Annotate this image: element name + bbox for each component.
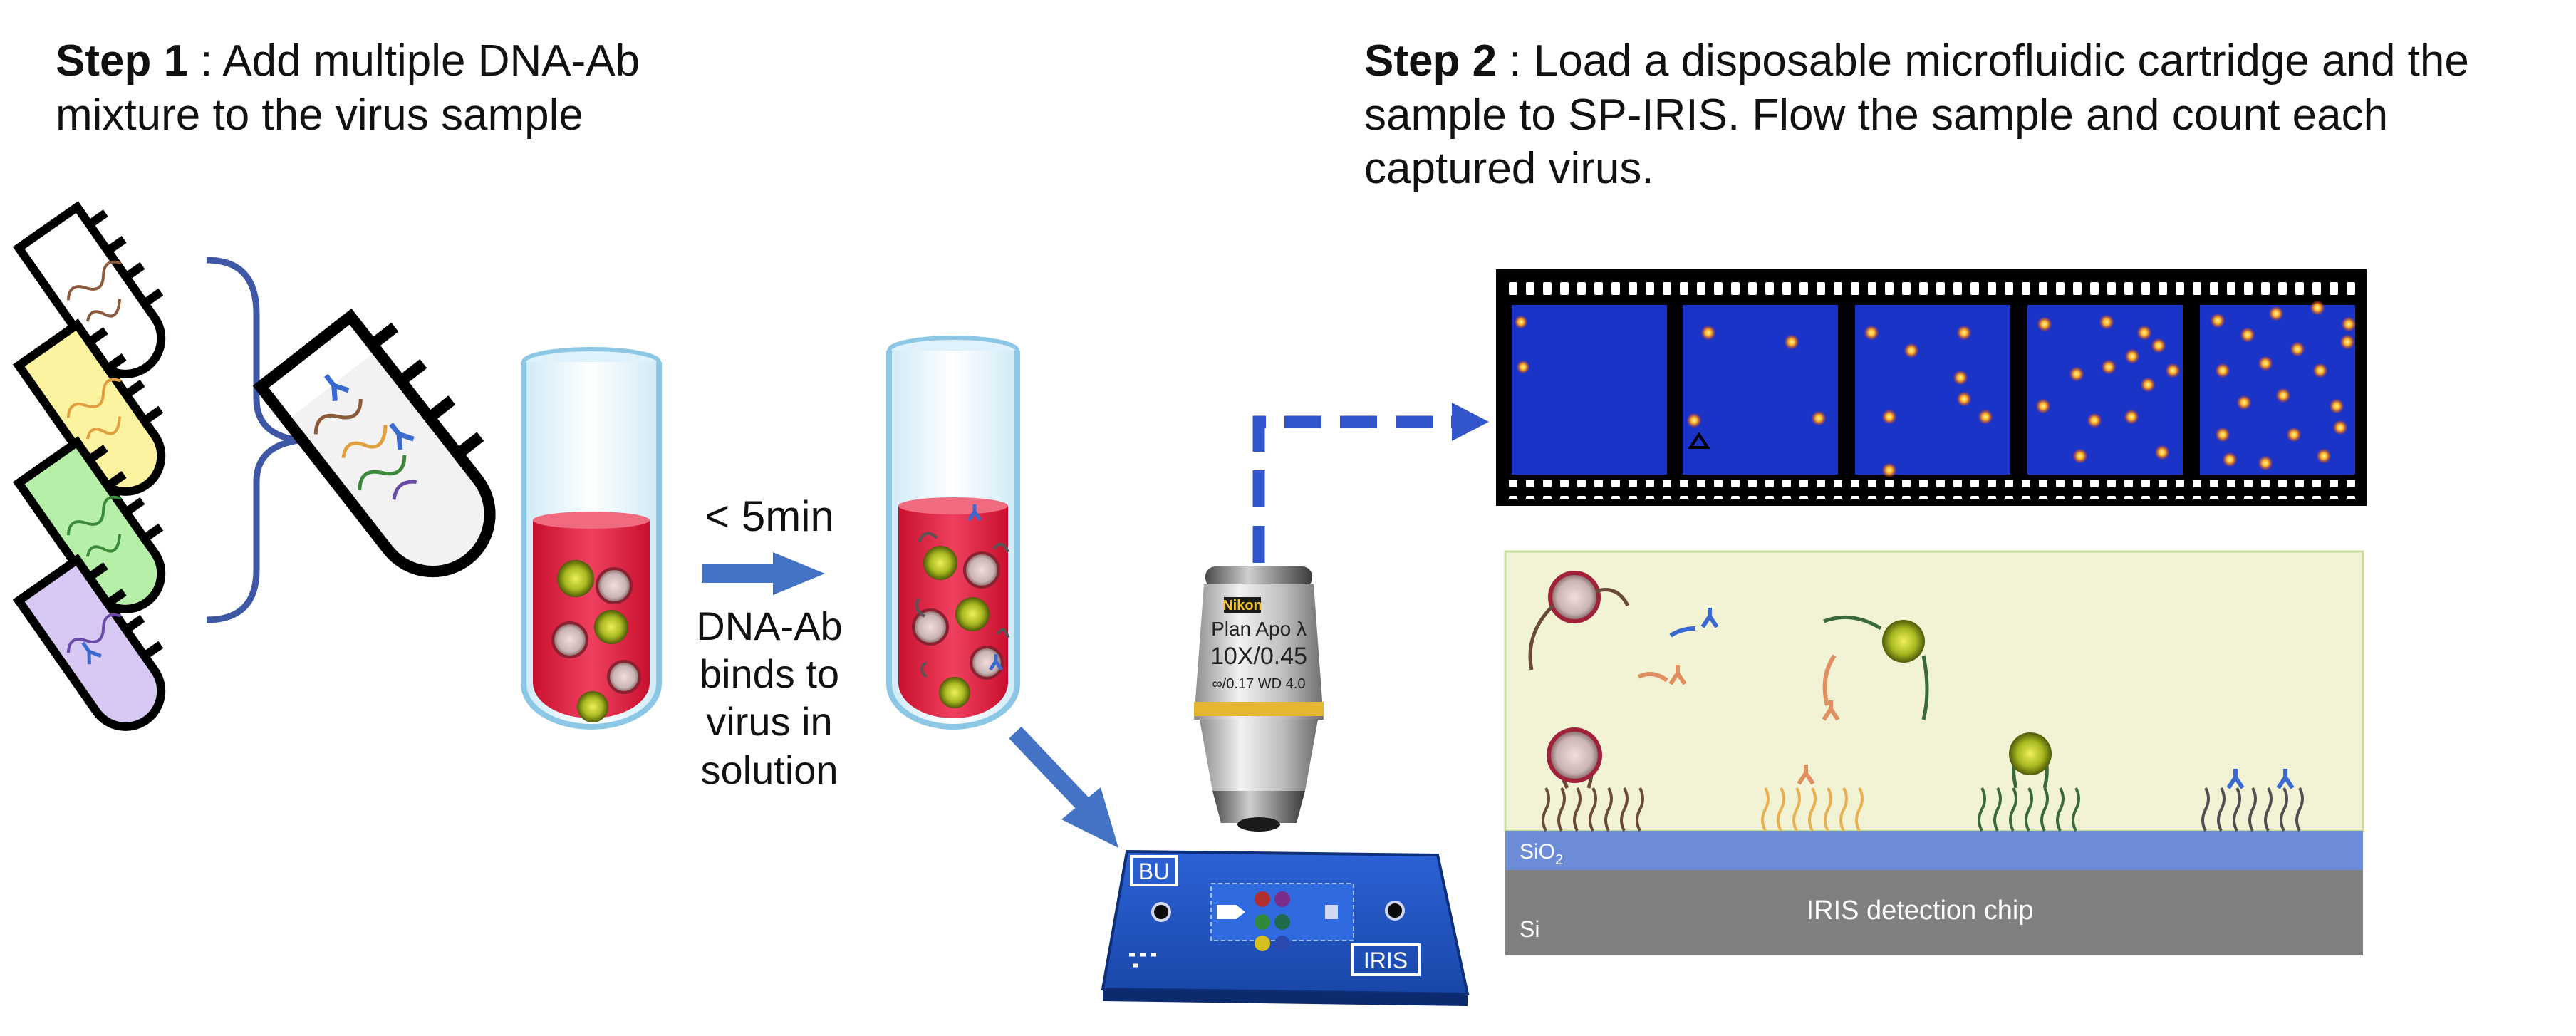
objective-line3: ∞/0.17 WD 4.0 <box>1212 676 1306 692</box>
virus-sample-tube <box>521 347 662 730</box>
bu-logo-box <box>1130 855 1178 886</box>
bound-virus-red-2 <box>912 608 949 646</box>
virus-particle-red-1 <box>596 567 633 604</box>
si-label: Si <box>1520 916 1539 942</box>
step1-caption: Step 1 : Add multiple DNA-Ab mixture to … <box>56 34 768 142</box>
film-frame-5 <box>2200 305 2355 475</box>
film-frame-4 <box>2027 305 2183 475</box>
step2-caption: Step 2 : Load a disposable microfluidic … <box>1364 34 2568 196</box>
objective-line2: 10X/0.45 <box>1210 643 1307 670</box>
sio2-label: SiO2 <box>1520 840 1563 868</box>
objective-brand: Nikon <box>1222 598 1262 613</box>
chip-solution-region <box>1504 550 2364 832</box>
probe-spot-yellow <box>1761 787 1864 832</box>
bound-virus-green-3 <box>939 677 970 708</box>
small-tube-purple <box>12 554 166 731</box>
virus-particle-green-3 <box>577 691 608 722</box>
free-virus-green <box>1882 620 1925 663</box>
bound-sample-tube <box>886 336 1020 730</box>
bu-logo: BU <box>1138 859 1170 884</box>
captured-virus-red <box>1547 727 1602 783</box>
microfluidic-cartridge: BU IRIS <box>1101 849 1470 1006</box>
probe-spot-brown <box>1542 787 1644 832</box>
chip-cross-section: SiO2 Si IRIS detection chip <box>1504 550 2364 955</box>
step1-heading: Step 1 <box>56 36 189 86</box>
objective-line1: Plan Apo λ <box>1211 618 1307 640</box>
captured-virus-green <box>2009 732 2052 775</box>
binding-description-label: DNA-Ab binds to virus in solution <box>696 604 843 792</box>
cartridge-port-right <box>1385 901 1405 921</box>
cartridge-port-left <box>1151 902 1171 922</box>
step2-heading: Step 2 <box>1364 36 1497 86</box>
flow-direction-icon <box>1217 905 1245 919</box>
iris-logo-box <box>1351 943 1421 976</box>
sio2-layer <box>1505 831 2363 870</box>
load-sample-arrow <box>1009 726 1118 848</box>
si-substrate <box>1505 870 2363 955</box>
imaging-dashed-arrow <box>1252 403 1489 563</box>
virus-particle-red-2 <box>551 621 588 658</box>
virus-particle-red-3 <box>607 660 641 694</box>
film-frame-1 <box>1512 305 1667 475</box>
film-strip <box>1496 269 2367 506</box>
virus-particle-green-2 <box>594 610 628 644</box>
chip-label: IRIS detection chip <box>1807 896 2034 926</box>
step2-text: : Load a disposable microfluidic cartrid… <box>1364 36 2469 194</box>
bound-virus-green-2 <box>955 597 990 631</box>
film-frame-3 <box>1855 305 2010 475</box>
bound-virus-red-1 <box>963 551 1000 589</box>
microscope-objective: Nikon Plan Apo λ 10X/0.45 ∞/0.17 WD 4.0 <box>1194 566 1324 832</box>
probe-spot-green <box>1978 787 2080 832</box>
mixture-tube <box>252 309 496 578</box>
grouping-brace <box>206 257 300 623</box>
iris-logo: IRIS <box>1364 948 1408 973</box>
incubation-time-label: < 5min <box>705 492 834 540</box>
incubation-arrow <box>702 552 825 595</box>
virus-particle-green-1 <box>557 560 594 597</box>
bound-virus-green-1 <box>923 546 957 580</box>
step1-text: : Add multiple DNA-Ab mixture to the vir… <box>56 36 640 140</box>
probe-spot-gray <box>2201 787 2304 832</box>
free-virus-red <box>1548 571 1601 623</box>
